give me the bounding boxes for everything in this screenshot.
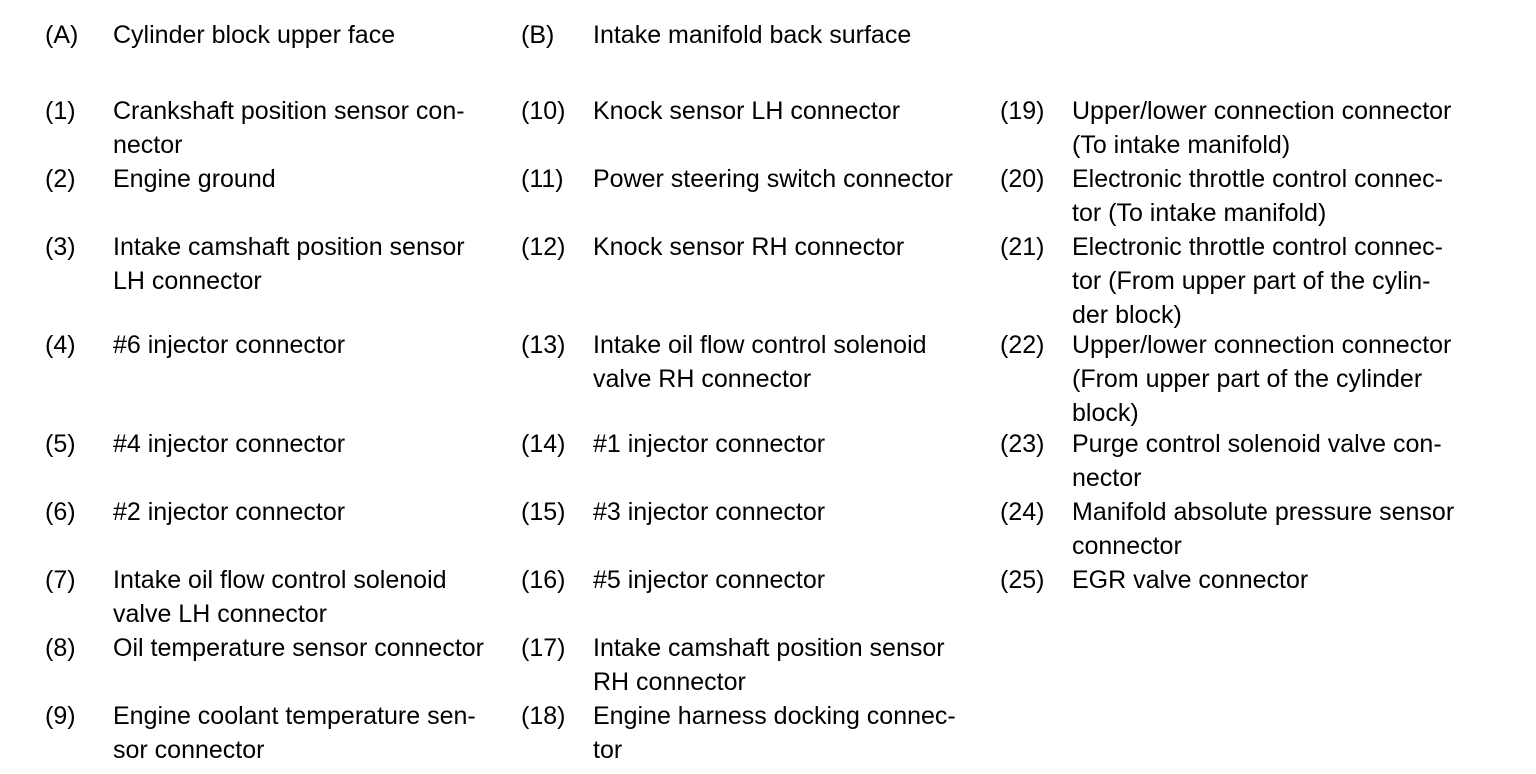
legend-item-text: Engine harness docking connec- tor xyxy=(593,702,956,764)
legend-item-number: (10) xyxy=(521,97,566,125)
legend-item-number: (3) xyxy=(45,233,76,261)
legend-item: (21) Electronic throttle control connec- … xyxy=(1000,230,1443,332)
legend-item-number: (11) xyxy=(521,165,564,193)
legend-item-number: (16) xyxy=(521,566,566,594)
legend-item-text: #4 injector connector xyxy=(113,430,346,458)
legend-item-number: (6) xyxy=(45,498,76,526)
section-heading-text: Cylinder block upper face xyxy=(113,21,396,49)
legend-item: (6) #2 injector connector xyxy=(45,495,345,529)
legend-item-text: Oil temperature sensor connector xyxy=(113,634,485,662)
legend-item: (24) Manifold absolute pressure sensor co… xyxy=(1000,495,1454,563)
legend-item: (11) Power steering switch connector xyxy=(521,162,953,196)
legend-item: (9) Engine coolant temperature sen- sor c… xyxy=(45,699,476,767)
legend-item-number: (9) xyxy=(45,702,76,730)
legend-item: (20) Electronic throttle control connec- … xyxy=(1000,162,1443,230)
legend-item-text: Intake camshaft position sensor LH conne… xyxy=(113,233,465,295)
legend-item-text: Crankshaft position sensor con- nector xyxy=(113,97,465,159)
legend-item: (3) Intake camshaft position sensor LH co… xyxy=(45,230,465,298)
legend-item-text: Upper/lower connection connector (To int… xyxy=(1072,97,1452,159)
legend-item-number: (17) xyxy=(521,634,566,662)
legend-item: (14) #1 injector connector xyxy=(521,427,825,461)
legend-item-text: Knock sensor LH connector xyxy=(593,97,901,125)
legend-item-number: (19) xyxy=(1000,97,1045,125)
legend-item-text: Engine coolant temperature sen- sor conn… xyxy=(113,702,476,764)
legend-item-number: (2) xyxy=(45,165,76,193)
legend-item: (23) Purge control solenoid valve con- ne… xyxy=(1000,427,1442,495)
legend-item-text: #2 injector connector xyxy=(113,498,346,526)
legend-item: (7) Intake oil flow control solenoid valv… xyxy=(45,563,447,631)
section-heading-text: Intake manifold back surface xyxy=(593,21,912,49)
legend-item-text: Manifold absolute pressure sensor connec… xyxy=(1072,498,1455,560)
legend-item-number: (15) xyxy=(521,498,566,526)
legend-item-text: Knock sensor RH connector xyxy=(593,233,905,261)
legend-item-text: #3 injector connector xyxy=(593,498,826,526)
legend-item-text: Power steering switch connector xyxy=(593,165,953,193)
legend-item: (12) Knock sensor RH connector xyxy=(521,230,904,264)
legend-item-text: EGR valve connector xyxy=(1072,566,1309,594)
legend-item: (10) Knock sensor LH connector xyxy=(521,94,900,128)
legend-item-text: Electronic throttle control connec- tor … xyxy=(1072,165,1444,227)
legend-item-text: #6 injector connector xyxy=(113,331,346,359)
legend-item-number: (5) xyxy=(45,430,76,458)
legend-item-number: (7) xyxy=(45,566,76,594)
section-heading-label: (B) xyxy=(521,21,555,49)
legend-item-number: (12) xyxy=(521,233,566,261)
legend-item: (1) Crankshaft position sensor con- necto… xyxy=(45,94,465,162)
legend-item-number: (23) xyxy=(1000,430,1045,458)
legend-item: (2) Engine ground xyxy=(45,162,276,196)
legend-item: (13) Intake oil flow control solenoid val… xyxy=(521,328,927,396)
legend-item-number: (21) xyxy=(1000,233,1045,261)
legend-item-number: (1) xyxy=(45,97,76,125)
legend-item: (16) #5 injector connector xyxy=(521,563,825,597)
legend-item-number: (22) xyxy=(1000,331,1045,359)
legend-item-number: (4) xyxy=(45,331,76,359)
legend-item-number: (20) xyxy=(1000,165,1045,193)
legend-item: (15) #3 injector connector xyxy=(521,495,825,529)
legend-item-number: (14) xyxy=(521,430,566,458)
legend-item-text: #1 injector connector xyxy=(593,430,826,458)
legend-item: (22) Upper/lower connection connector (Fr… xyxy=(1000,328,1451,430)
legend-item-number: (18) xyxy=(521,702,566,730)
legend-item: (4) #6 injector connector xyxy=(45,328,345,362)
legend-item-text: Purge control solenoid valve con- nector xyxy=(1072,430,1442,492)
section-heading-label: (A) xyxy=(45,21,79,49)
legend-item: (5) #4 injector connector xyxy=(45,427,345,461)
legend-item: (19) Upper/lower connection connector (To… xyxy=(1000,94,1451,162)
legend-item: (8) Oil temperature sensor connector xyxy=(45,631,484,665)
legend-item-text: Electronic throttle control connec- tor … xyxy=(1072,233,1444,329)
legend-item-text: Intake camshaft position sensor RH conne… xyxy=(593,634,945,696)
section-heading: (B) Intake manifold back surface xyxy=(521,18,911,52)
legend-item: (18) Engine harness docking connec- tor xyxy=(521,699,956,767)
legend-item-number: (13) xyxy=(521,331,566,359)
legend-item-text: Upper/lower connection connector (From u… xyxy=(1072,331,1452,427)
section-heading: (A) Cylinder block upper face xyxy=(45,18,395,52)
legend-item-number: (25) xyxy=(1000,566,1045,594)
legend-item-text: Intake oil flow control solenoid valve R… xyxy=(593,331,927,393)
legend-item: (25) EGR valve connector xyxy=(1000,563,1308,597)
legend-item-text: #5 injector connector xyxy=(593,566,826,594)
legend-item-text: Intake oil flow control solenoid valve L… xyxy=(113,566,447,628)
legend-item-text: Engine ground xyxy=(113,165,276,193)
legend-item-number: (24) xyxy=(1000,498,1045,526)
legend-item: (17) Intake camshaft position sensor RH c… xyxy=(521,631,945,699)
legend-item-number: (8) xyxy=(45,634,76,662)
